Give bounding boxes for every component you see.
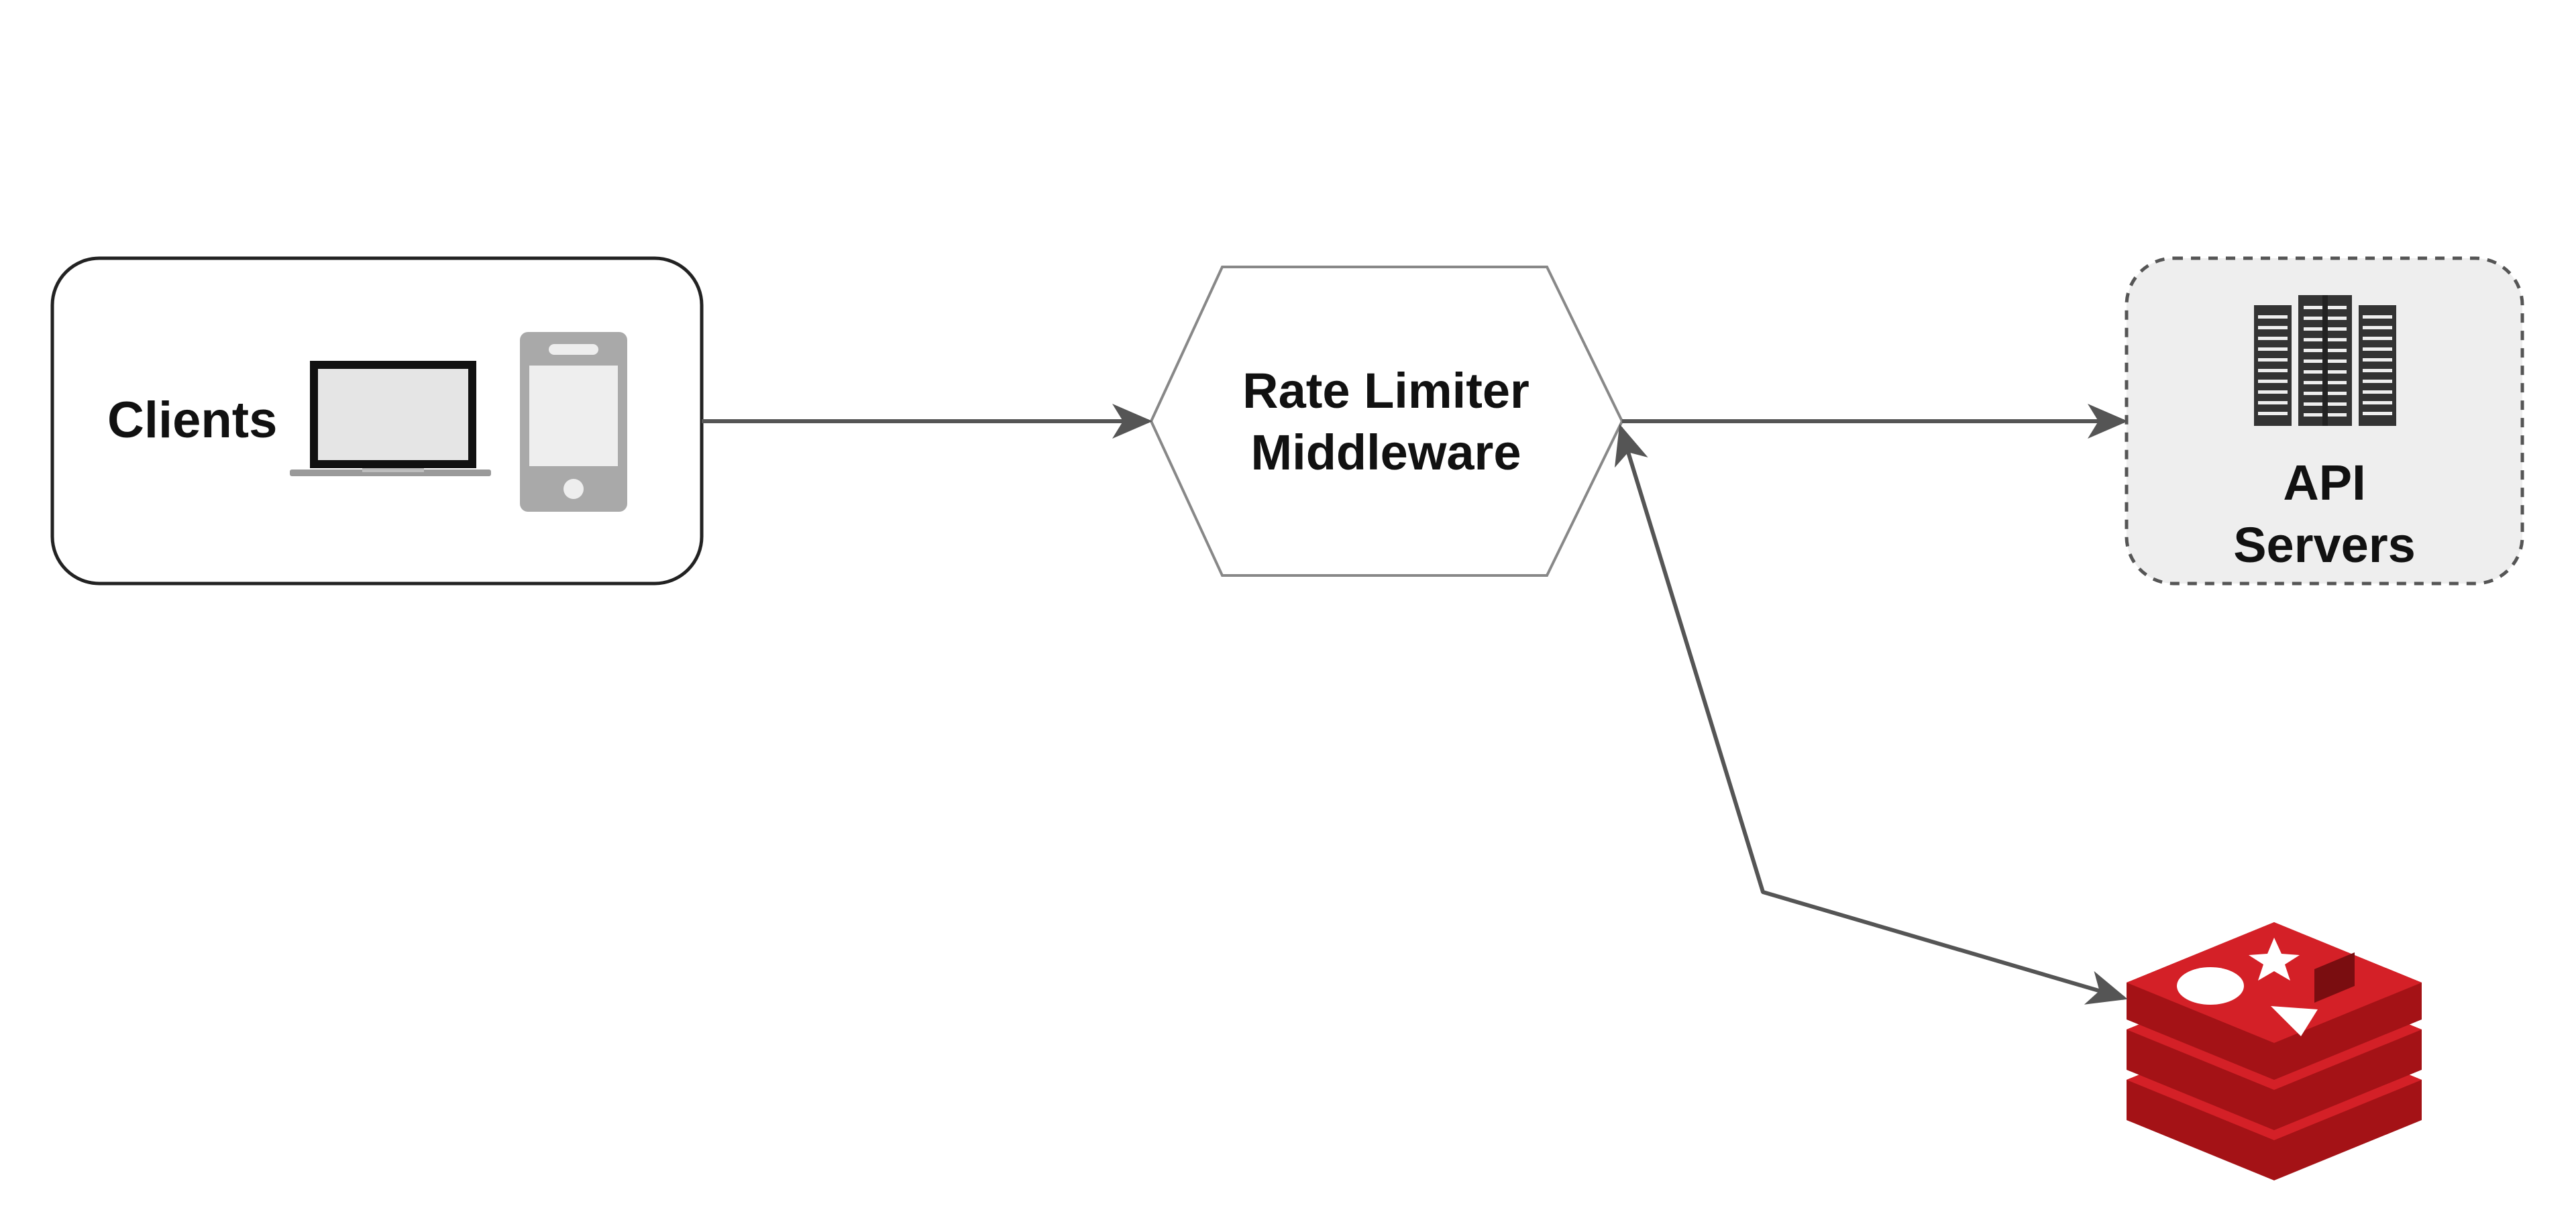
redis-logo-icon xyxy=(2127,922,2422,1180)
rate-limiter-hexagon xyxy=(1149,266,1624,577)
edge-rate-limiter-redis xyxy=(1614,424,2128,1005)
api-servers-node: API Servers xyxy=(2125,256,2524,586)
clients-node: Clients xyxy=(50,256,704,586)
rate-limiter-label-line1: Rate Limiter xyxy=(1242,363,1529,419)
rate-limiter-label-line2: Middleware xyxy=(1251,425,1521,480)
server-rack-icon xyxy=(2254,295,2396,426)
api-servers-label-line1: API xyxy=(2283,455,2365,510)
clients-label: Clients xyxy=(107,392,277,449)
mobile-phone-icon xyxy=(520,332,627,512)
rate-limiter-node: Rate Limiter Middleware xyxy=(1149,266,1624,577)
laptop-icon xyxy=(290,361,491,476)
api-servers-label-line2: Servers xyxy=(2233,517,2416,573)
edges xyxy=(702,404,2128,1005)
